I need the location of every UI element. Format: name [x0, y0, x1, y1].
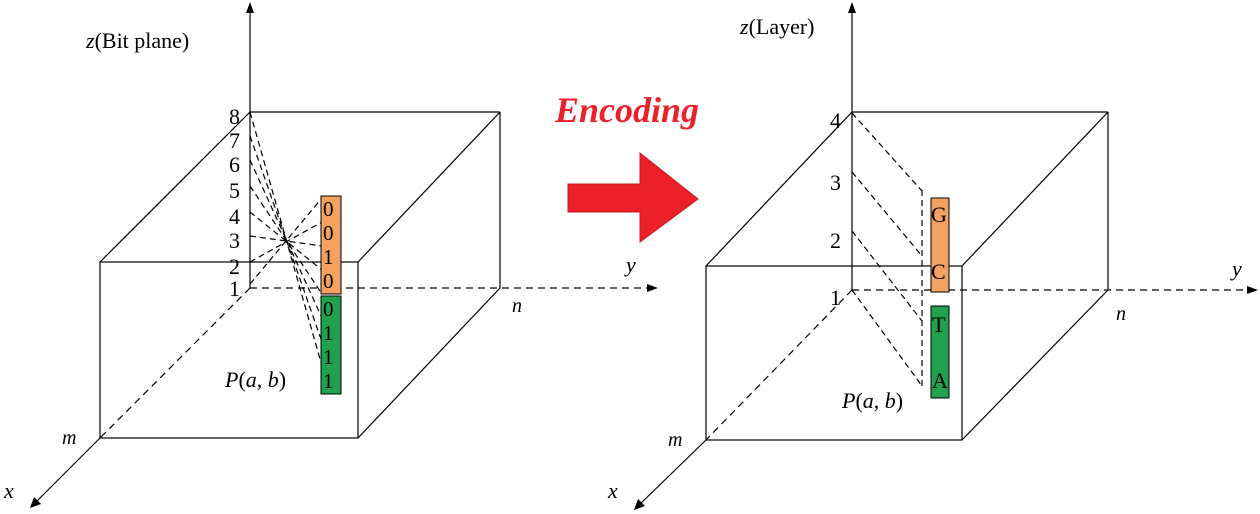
left-lower-bits-box — [320, 295, 342, 395]
right-lower-base: A — [932, 368, 948, 393]
left-upper-bit: 1 — [323, 245, 334, 269]
left-lower-bit: 1 — [323, 345, 334, 369]
right-m-label: m — [668, 429, 682, 451]
right-tick-2: 2 — [830, 228, 841, 253]
encoding-label: Encoding — [554, 90, 699, 130]
left-tick-8: 8 — [229, 104, 240, 129]
right-tick-1: 1 — [830, 285, 841, 310]
right-tick-4: 4 — [830, 108, 841, 133]
right-z-axis-label: z(Layer) — [739, 14, 815, 39]
right-upper-base: C — [931, 259, 946, 284]
right-lower-base: T — [932, 312, 946, 337]
left-upper-bit: 0 — [323, 221, 334, 245]
left-tick-2: 2 — [229, 254, 240, 279]
left-y-axis-label: y — [624, 252, 636, 277]
right-upper-bases: GC — [931, 202, 947, 284]
right-lower-bases: TA — [932, 312, 948, 393]
left-m-label: m — [62, 427, 76, 449]
right-upper-base: G — [931, 202, 947, 227]
left-tick-3: 3 — [229, 228, 240, 253]
left-lower-bit: 1 — [323, 321, 334, 345]
right-y-axis-label: y — [1230, 256, 1242, 281]
arrow-right-icon — [567, 151, 699, 243]
left-tick-5: 5 — [229, 178, 240, 203]
left-cube — [99, 111, 501, 439]
left-tick-1: 1 — [229, 276, 240, 301]
left-tick-7: 7 — [229, 128, 240, 153]
right-axes — [634, 2, 1258, 510]
right-lower-bases-box — [930, 305, 950, 399]
left-lower-bit: 1 — [323, 369, 334, 393]
left-tick-4: 4 — [229, 204, 240, 229]
left-upper-bits-box — [320, 195, 342, 295]
right-upper-bases-box — [930, 197, 950, 293]
right-x-axis-label: x — [607, 478, 618, 503]
left-upper-bit: 0 — [323, 197, 334, 221]
left-lower-bit: 0 — [323, 297, 334, 321]
right-tick-labels: 1 2 3 4 — [830, 108, 841, 310]
left-z-axis-label: z(Bit plane) — [85, 28, 189, 53]
left-axes — [30, 2, 658, 508]
right-n-label: n — [1116, 303, 1126, 325]
left-n-label: n — [512, 295, 522, 317]
left-x-axis-label: x — [3, 478, 14, 503]
right-pixel-label: P(a, b) — [841, 388, 903, 413]
left-pixel-label: P(a, b) — [224, 367, 286, 392]
left-upper-bit: 0 — [323, 269, 334, 293]
left-tick-6: 6 — [229, 152, 240, 177]
right-cube — [705, 111, 1109, 441]
right-tick-3: 3 — [830, 170, 841, 195]
